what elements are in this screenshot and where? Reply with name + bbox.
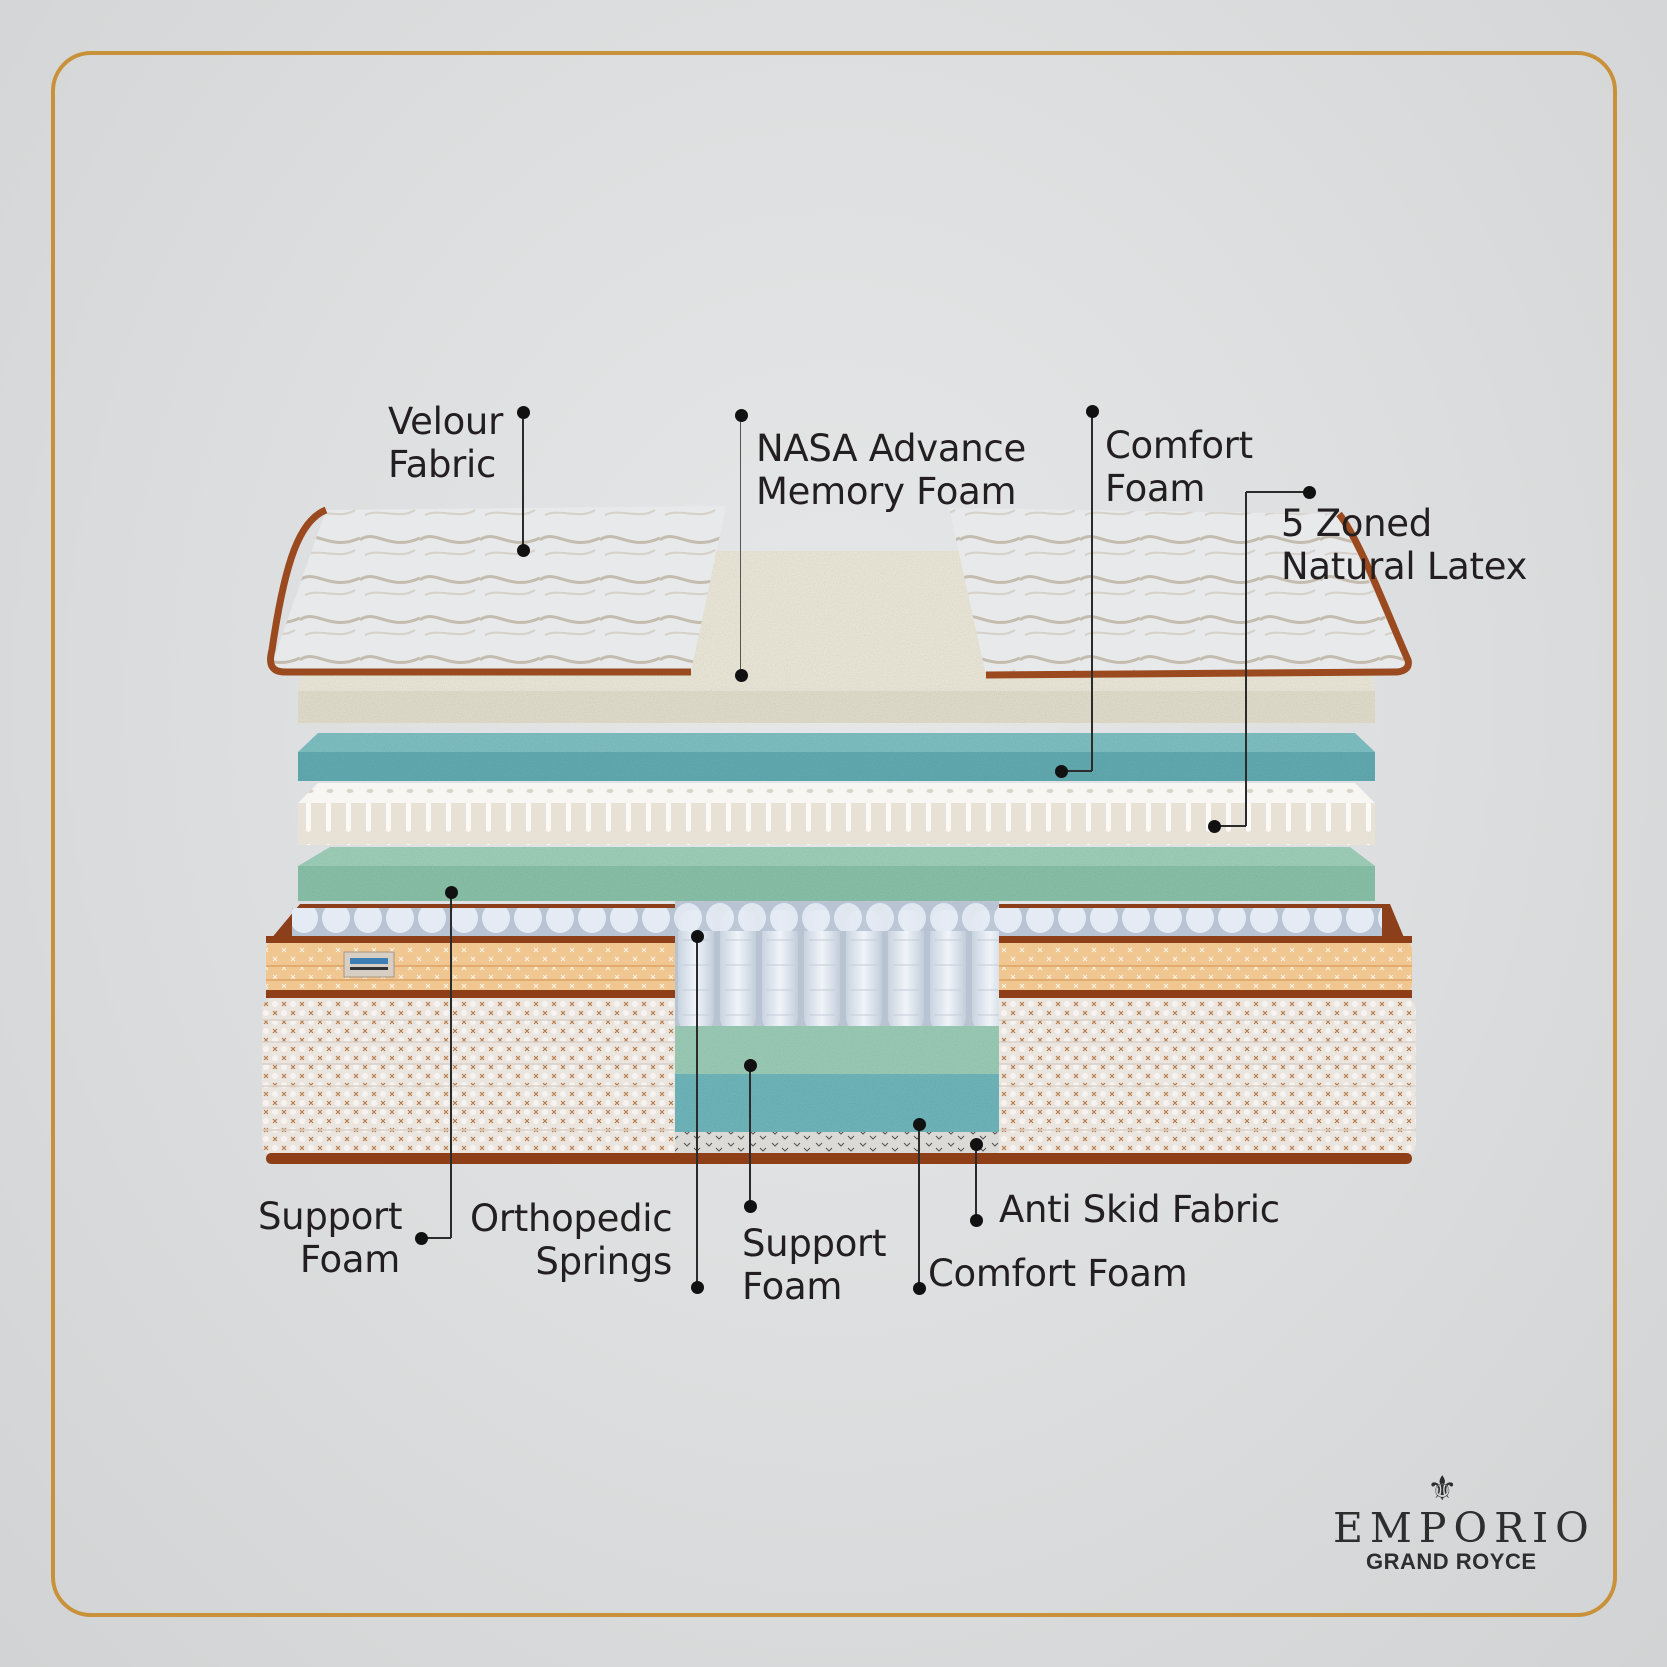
fleur-de-lis-icon: ⚜ xyxy=(1427,1469,1458,1509)
callout-dot xyxy=(444,885,458,899)
callout-dot xyxy=(690,1280,704,1294)
brand-logo-grand-royce: GRAND ROYCE xyxy=(1366,1549,1537,1574)
callout-dot xyxy=(969,1213,983,1227)
label-line: Natural Latex xyxy=(1281,545,1528,588)
callout-dot xyxy=(1054,764,1068,778)
label-velour-fabric: Velour Fabric xyxy=(388,400,503,486)
callout-dot xyxy=(969,1137,983,1151)
brand-logo-emporio: EMPORIO xyxy=(1333,1504,1596,1552)
gold-frame-border xyxy=(51,51,1617,1617)
velour-panel-left xyxy=(267,506,726,676)
callout-dot xyxy=(912,1281,926,1295)
callout-dot xyxy=(1302,485,1316,499)
label-line: Foam xyxy=(1105,467,1206,510)
callout-dot xyxy=(414,1231,428,1245)
label-comfort-foam-top: Comfort Foam xyxy=(1105,424,1253,510)
leader-line-velour xyxy=(522,412,524,550)
label-line: Springs xyxy=(535,1240,672,1283)
label-line: Support xyxy=(258,1195,403,1238)
leader-line-memory-foam xyxy=(740,415,741,675)
label-nasa-memory-foam: NASA Advance Memory Foam xyxy=(756,427,1026,513)
center-cutout xyxy=(670,901,1004,1164)
leader-line-latex xyxy=(1246,491,1309,493)
label-line: NASA Advance xyxy=(756,427,1026,470)
label-line: Velour xyxy=(388,400,503,443)
callout-dot xyxy=(516,543,530,557)
label-zoned-latex: 5 Zoned Natural Latex xyxy=(1281,502,1527,588)
leader-line-support-foam-left xyxy=(421,1237,451,1239)
latex-layer xyxy=(298,783,1375,845)
label-line: Orthopedic xyxy=(470,1197,673,1240)
leader-line-support-foam-left xyxy=(450,892,452,1238)
callout-dot xyxy=(743,1199,757,1213)
leader-line-springs xyxy=(696,936,698,1287)
support-foam-layer xyxy=(298,847,1375,901)
callout-dot xyxy=(912,1117,926,1131)
velour-panel-right xyxy=(949,508,1412,679)
callout-dot xyxy=(1207,819,1221,833)
label-support-foam-left: Support Foam xyxy=(258,1195,403,1281)
comfort-foam-layer xyxy=(298,733,1375,781)
callout-dot xyxy=(734,668,748,682)
label-line: Foam xyxy=(299,1238,400,1281)
callout-dot xyxy=(690,929,704,943)
label-line: Support xyxy=(742,1222,887,1265)
label-line: Foam xyxy=(742,1265,843,1308)
label-anti-skid-fabric: Anti Skid Fabric xyxy=(999,1188,1280,1231)
leader-line-latex xyxy=(1245,492,1247,826)
label-line: Fabric xyxy=(388,443,497,486)
leader-line-anti-skid xyxy=(975,1144,977,1220)
label-orthopedic-springs: Orthopedic Springs xyxy=(470,1197,673,1283)
callout-dot xyxy=(1085,404,1099,418)
leader-line-comfort-foam xyxy=(1091,411,1093,771)
label-line: Comfort xyxy=(1105,424,1253,467)
label-line: Memory Foam xyxy=(756,470,1017,513)
callout-dot xyxy=(516,405,530,419)
leader-line-comfort-foam xyxy=(1061,770,1092,772)
callout-dot xyxy=(734,408,748,422)
leader-line-support-foam-center xyxy=(749,1065,751,1206)
label-support-foam-center: Support Foam xyxy=(742,1222,886,1308)
label-line: 5 Zoned xyxy=(1281,502,1432,545)
leader-line-comfort-foam-bottom xyxy=(918,1124,920,1288)
callout-dot xyxy=(743,1058,757,1072)
label-comfort-foam-bottom: Comfort Foam xyxy=(928,1252,1188,1295)
leader-line-latex xyxy=(1214,825,1246,827)
